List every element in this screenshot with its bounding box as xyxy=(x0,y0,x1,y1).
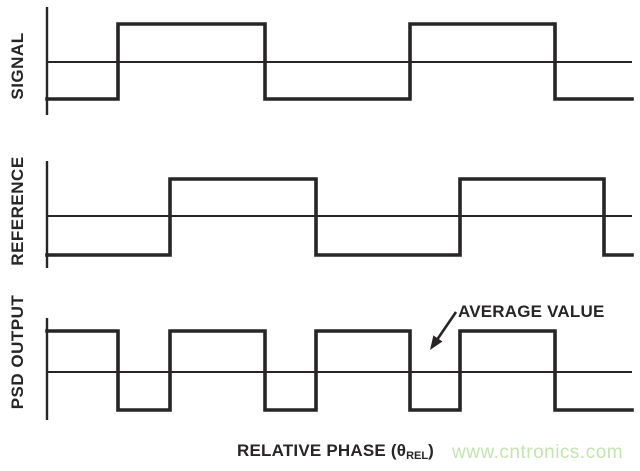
waveform-0 xyxy=(45,22,634,101)
y-axis-label-psd-output: PSD OUTPUT xyxy=(8,294,27,410)
x-axis-label-suffix: ) xyxy=(428,441,434,460)
theta-subscript: REL xyxy=(406,450,429,462)
average-value-arrow-head xyxy=(430,335,443,350)
waveform-1 xyxy=(45,177,634,257)
x-axis-label: RELATIVE PHASE (θREL) xyxy=(237,441,434,462)
average-value-label: AVERAGE VALUE xyxy=(458,302,605,321)
x-axis-label-prefix: RELATIVE PHASE ( xyxy=(237,441,397,460)
watermark-text: www.cntronics.com xyxy=(452,442,624,463)
waveform-2 xyxy=(45,329,634,412)
theta-symbol: θ xyxy=(396,441,407,460)
average-value-arrow-shaft xyxy=(435,311,458,341)
